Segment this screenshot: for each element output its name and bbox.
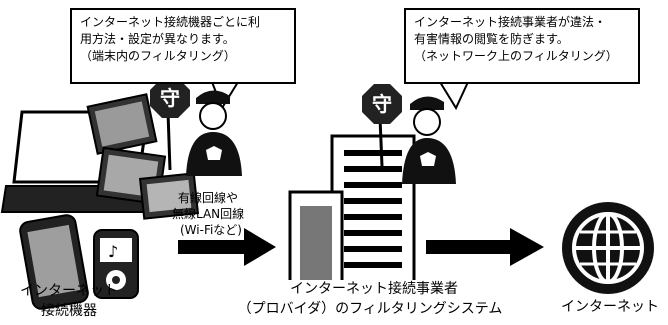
connection-arrow — [178, 228, 276, 266]
globe-icon — [562, 202, 654, 294]
provider-label-line2: （プロバイダ）のフィルタリングシステム — [237, 301, 503, 317]
connection-type-line3: (Wi-Fiなど) — [180, 223, 242, 237]
provider-filtering-bubble: インターネット接続事業者が違法・ 有害情報の閲覧を防ぎます。 （ネットワーク上の… — [404, 8, 640, 84]
security-guard-icon — [362, 84, 456, 184]
internet-arrow — [426, 228, 544, 266]
bubble-text: 有害情報の閲覧を防ぎます。 — [414, 32, 569, 46]
svg-text:♪: ♪ — [108, 242, 118, 261]
bubble-text: インターネット接続事業者が違法・ — [414, 15, 607, 29]
device-filtering-bubble: インターネット接続機器ごとに利 用方法・設定が異なります。 （端末内のフィルタリ… — [70, 8, 296, 84]
provider-building-icon — [288, 134, 416, 298]
bubble-text: （端末内のフィルタリング） — [80, 49, 236, 63]
guard-sign-text: 守 — [160, 86, 180, 110]
smartphone-icon — [19, 214, 89, 310]
devices-label-line2: 接続機器 — [41, 303, 97, 319]
guard-sign-text: 守 — [372, 92, 392, 116]
connection-type-line1: 有線回線や — [178, 191, 239, 205]
devices-label-line1: インターネット — [20, 283, 118, 299]
bubble-text: 用方法・設定が異なります。 — [80, 32, 235, 46]
security-guard-icon — [150, 78, 242, 176]
music-player-icon: ♪ — [93, 229, 139, 299]
provider-label-line1: インターネット接続事業者 — [256, 280, 492, 298]
bubble-text: （ネットワーク上のフィルタリング） — [414, 49, 618, 63]
filtered-screens-icon — [86, 93, 200, 220]
connection-type-line2: 無線LAN回線 — [172, 207, 245, 221]
bubble-text: インターネット接続機器ごとに利 — [80, 15, 261, 29]
internet-label: インターネット — [561, 299, 659, 315]
provider-bubble-tail — [438, 81, 470, 111]
